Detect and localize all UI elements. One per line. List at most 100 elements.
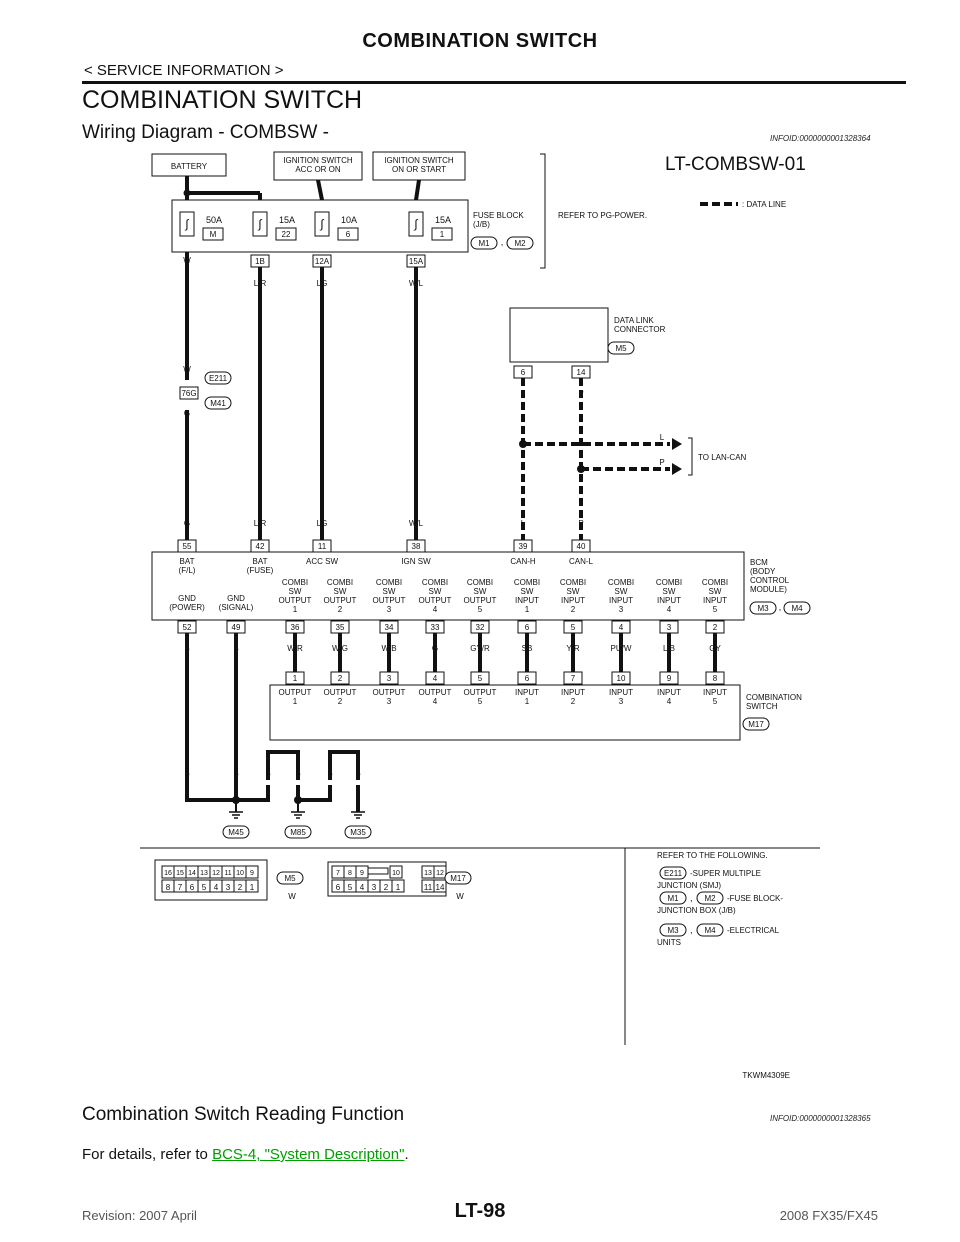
m5-color: W [288,892,296,901]
reading-paragraph: For details, refer to BCS-4, "System Des… [82,1146,409,1163]
refer-conn-1-0-oval [659,891,687,905]
bcm-conn-m3-oval [749,601,777,615]
jb-term-0: 1B [255,257,265,266]
bcm-bot-name-11: SW [709,587,722,596]
fuse-block-label: FUSE BLOCK [473,211,524,220]
bcm-top-name-2: ACC SW [306,557,338,566]
fuse-conn-m1: M1 [478,239,490,248]
sw-pin-10-box [659,671,679,685]
smj-term-box [179,386,199,400]
bcm-top-name-0: (F/L) [179,566,196,575]
footer-model: 2008 FX35/FX45 [779,1208,878,1223]
sw-name-6: 5 [478,697,483,706]
sw-name-4: 3 [387,697,392,706]
dlc-conn: M5 [615,344,627,353]
refer-text-1-1: JUNCTION BOX (J/B) [657,906,736,915]
sw-name-10: INPUT [657,688,681,697]
bcm-conn-m4: M4 [791,604,803,613]
page-header-title: COMBINATION SWITCH [362,30,598,52]
m17-pin-b-6: 11 [424,883,433,892]
refer-title: REFER TO THE FOLLOWING. [657,851,768,860]
dlc-pin-14: 14 [577,368,586,377]
bcm-bot-pin-2: 36 [291,623,300,632]
fuse-element-1 [252,211,268,237]
m17-pin-a-4: 13 [424,870,432,877]
bcm-top-name-1: BAT [253,557,268,566]
sw-pin-5: 4 [433,674,438,683]
bcm-bot-name-3: OUTPUT [324,596,357,605]
bcm-bot-name-1: GND [227,594,245,603]
bcm-bot-name-4: SW [383,587,396,596]
sw-pin-5-box [425,671,445,685]
m17-pin-b-4: 2 [384,883,389,892]
smj-conn-e211: E211 [209,374,228,383]
bcm-top-pin-0-box [177,539,197,553]
bcm-conn-m4-oval [783,601,811,615]
m5-pin-a-4: 12 [212,870,220,877]
m17-pin-b-7: 14 [436,883,445,892]
refer-pg: REFER TO PG-POWER. [558,211,647,220]
combi-conn-oval [742,717,770,731]
gnd-color-3: B [295,769,300,778]
bcm-label: (BODY [750,567,776,576]
diagram-code: LT-COMBSW-01 [665,154,806,175]
dlc-box [509,307,609,363]
fuse-element-2 [314,211,330,237]
bcm-bot-pin-8: 5 [571,623,576,632]
m17-pin-b-2: 4 [360,883,365,892]
bcs-system-description-link[interactable]: BCS-4, "System Description" [212,1146,405,1163]
bcm-bot-name-6: 5 [478,605,483,614]
bcm-top-pin-0: 55 [183,542,192,551]
bcm-top-name-1: (FUSE) [247,566,274,575]
sw-name-2: 1 [293,697,298,706]
gnd-bridge-1 [266,750,300,780]
bcm-bot-name-10: INPUT [657,596,681,605]
bcm-bot-name-5: COMBI [422,578,448,587]
gnd-color-2: B [265,769,270,778]
m17-pin-a-2: 9 [360,870,364,877]
fuse-id-box-1 [275,227,297,241]
bcm-top-pin-5: 40 [577,542,586,551]
smj-upper-color: W [183,365,191,374]
bcm-bot-name-10: COMBI [656,578,682,587]
sw-name-6: OUTPUT [464,688,497,697]
sw-pin-6-box [470,671,490,685]
m17-pin-b-3: 3 [372,883,377,892]
fuse-id-0: M [210,230,217,239]
combi-conn: M17 [748,720,764,729]
dlc-label: CONNECTOR [614,325,666,334]
bcm-bot-name-5: 4 [433,605,438,614]
comma: , [690,893,693,903]
sw-pin-8-box [563,671,583,685]
dlc-pin-6: 6 [521,368,526,377]
ign-acc-label: ACC OR ON [295,165,341,174]
ign-acc-label: IGNITION SWITCH [283,156,353,165]
bcm-bot-name-9: INPUT [609,596,633,605]
sw-pin-8: 7 [571,674,576,683]
footer-page-number: LT-98 [454,1200,506,1222]
bcm-top-color-1: L/R [254,519,267,528]
fuse-element-0 [179,211,195,237]
sw-name-3: 2 [338,697,343,706]
sw-name-9: 3 [619,697,624,706]
sw-pin-4-box [379,671,399,685]
lan-color-l: L [660,433,665,442]
bcm-label: BCM [750,558,768,567]
bcm-bot-name-8: INPUT [561,596,585,605]
m5-pin-a-2: 14 [188,870,196,877]
bcm-bot-name-7: SW [521,587,534,596]
sw-name-2: OUTPUT [279,688,312,697]
m5-conn: M5 [284,874,296,883]
bcm-bot-name-2: COMBI [282,578,308,587]
sw-pin-9: 10 [617,674,626,683]
sw-pin-9-box [611,671,631,685]
m17-pin-a-1: 8 [348,870,352,877]
bcm-top-pin-2: 11 [318,542,327,551]
m5-pin-b-6: 2 [238,883,243,892]
m17-cell-b-5 [391,879,405,893]
wiring-heading: Wiring Diagram - COMBSW - [82,122,330,143]
fuse-id-box-2 [337,227,359,241]
bcm-top-name-5: CAN-L [569,557,594,566]
bcm-bot-name-8: 2 [571,605,576,614]
sw-name-9: INPUT [609,688,633,697]
